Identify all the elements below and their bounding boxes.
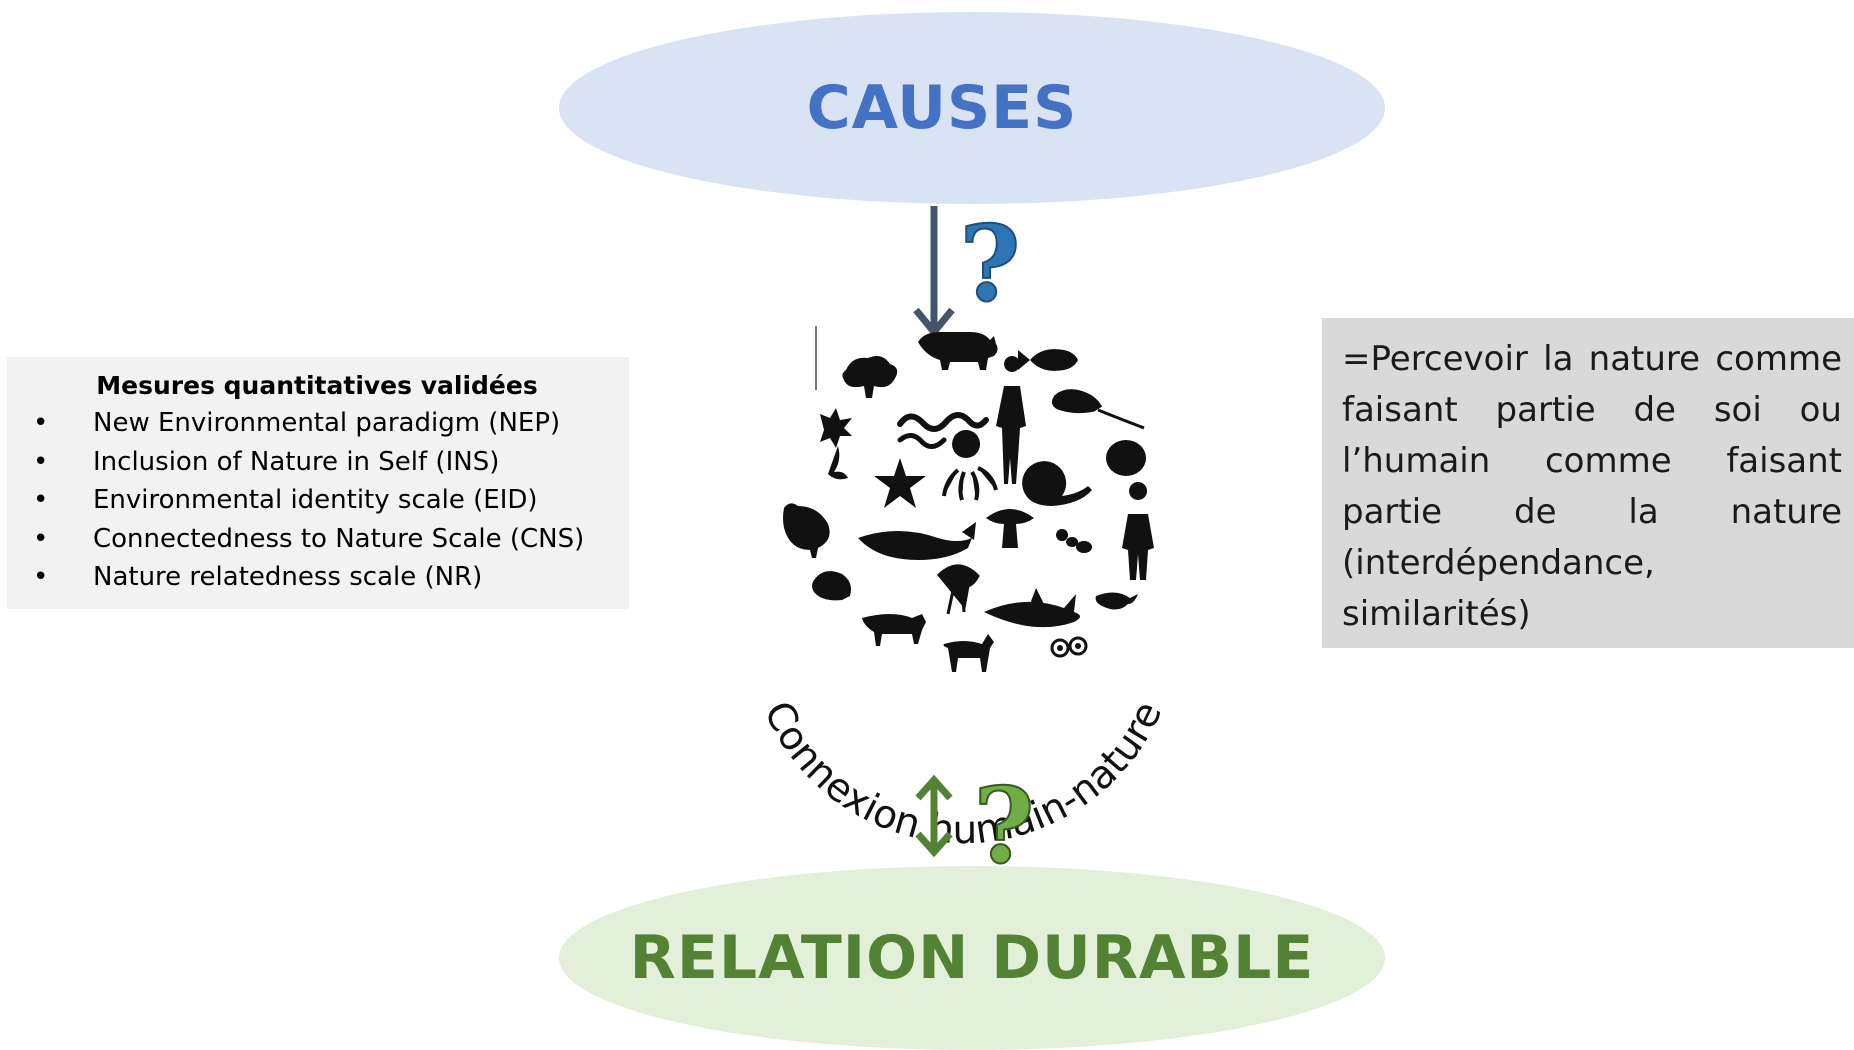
question-mark-icon: ? xyxy=(974,764,1035,887)
relation-label: RELATION DURABLE xyxy=(629,923,1315,993)
relation-ellipse: RELATION DURABLE xyxy=(559,866,1385,1050)
down-arrow-icon xyxy=(913,206,955,338)
bullet-icon: • xyxy=(33,485,49,515)
measure-label: Inclusion of Nature in Self (INS) xyxy=(93,446,500,477)
measures-panel: Mesures quantitatives validées • New Envi… xyxy=(7,357,629,609)
animal-silhouettes-icon xyxy=(783,326,1154,672)
list-item: • New Environmental paradigm (NEP) xyxy=(17,404,619,443)
bullet-icon: • xyxy=(33,446,49,477)
bullet-icon: • xyxy=(33,523,49,554)
definition-panel: =Percevoir la nature comme faisant parti… xyxy=(1322,318,1854,648)
center-caption: Connexion humain-nature xyxy=(755,695,1171,854)
definition-text: =Percevoir la nature comme faisant parti… xyxy=(1342,339,1842,634)
measure-label: Nature relatedness scale (NR) xyxy=(93,562,483,592)
causes-label: CAUSES xyxy=(806,73,1078,143)
measure-label: Environmental identity scale (EID) xyxy=(93,485,538,515)
list-item: • Inclusion of Nature in Self (INS) xyxy=(17,443,619,482)
center-caption-text: Connexion humain-nature xyxy=(755,695,1171,854)
list-item: • Environmental identity scale (EID) xyxy=(17,481,619,520)
measure-label: Connectedness to Nature Scale (CNS) xyxy=(93,523,585,554)
list-item: • Nature relatedness scale (NR) xyxy=(17,558,619,597)
measures-title: Mesures quantitatives validées xyxy=(96,371,538,400)
double-arrow-icon xyxy=(915,774,953,858)
bullet-icon: • xyxy=(33,408,49,438)
causes-ellipse: CAUSES xyxy=(559,12,1385,204)
list-item: • Connectedness to Nature Scale (CNS) xyxy=(17,520,619,559)
bullet-icon: • xyxy=(33,562,49,592)
question-mark-icon: ? xyxy=(960,202,1021,325)
measures-list: • New Environmental paradigm (NEP) • Inclu… xyxy=(17,404,619,597)
measure-label: New Environmental paradigm (NEP) xyxy=(93,408,561,438)
